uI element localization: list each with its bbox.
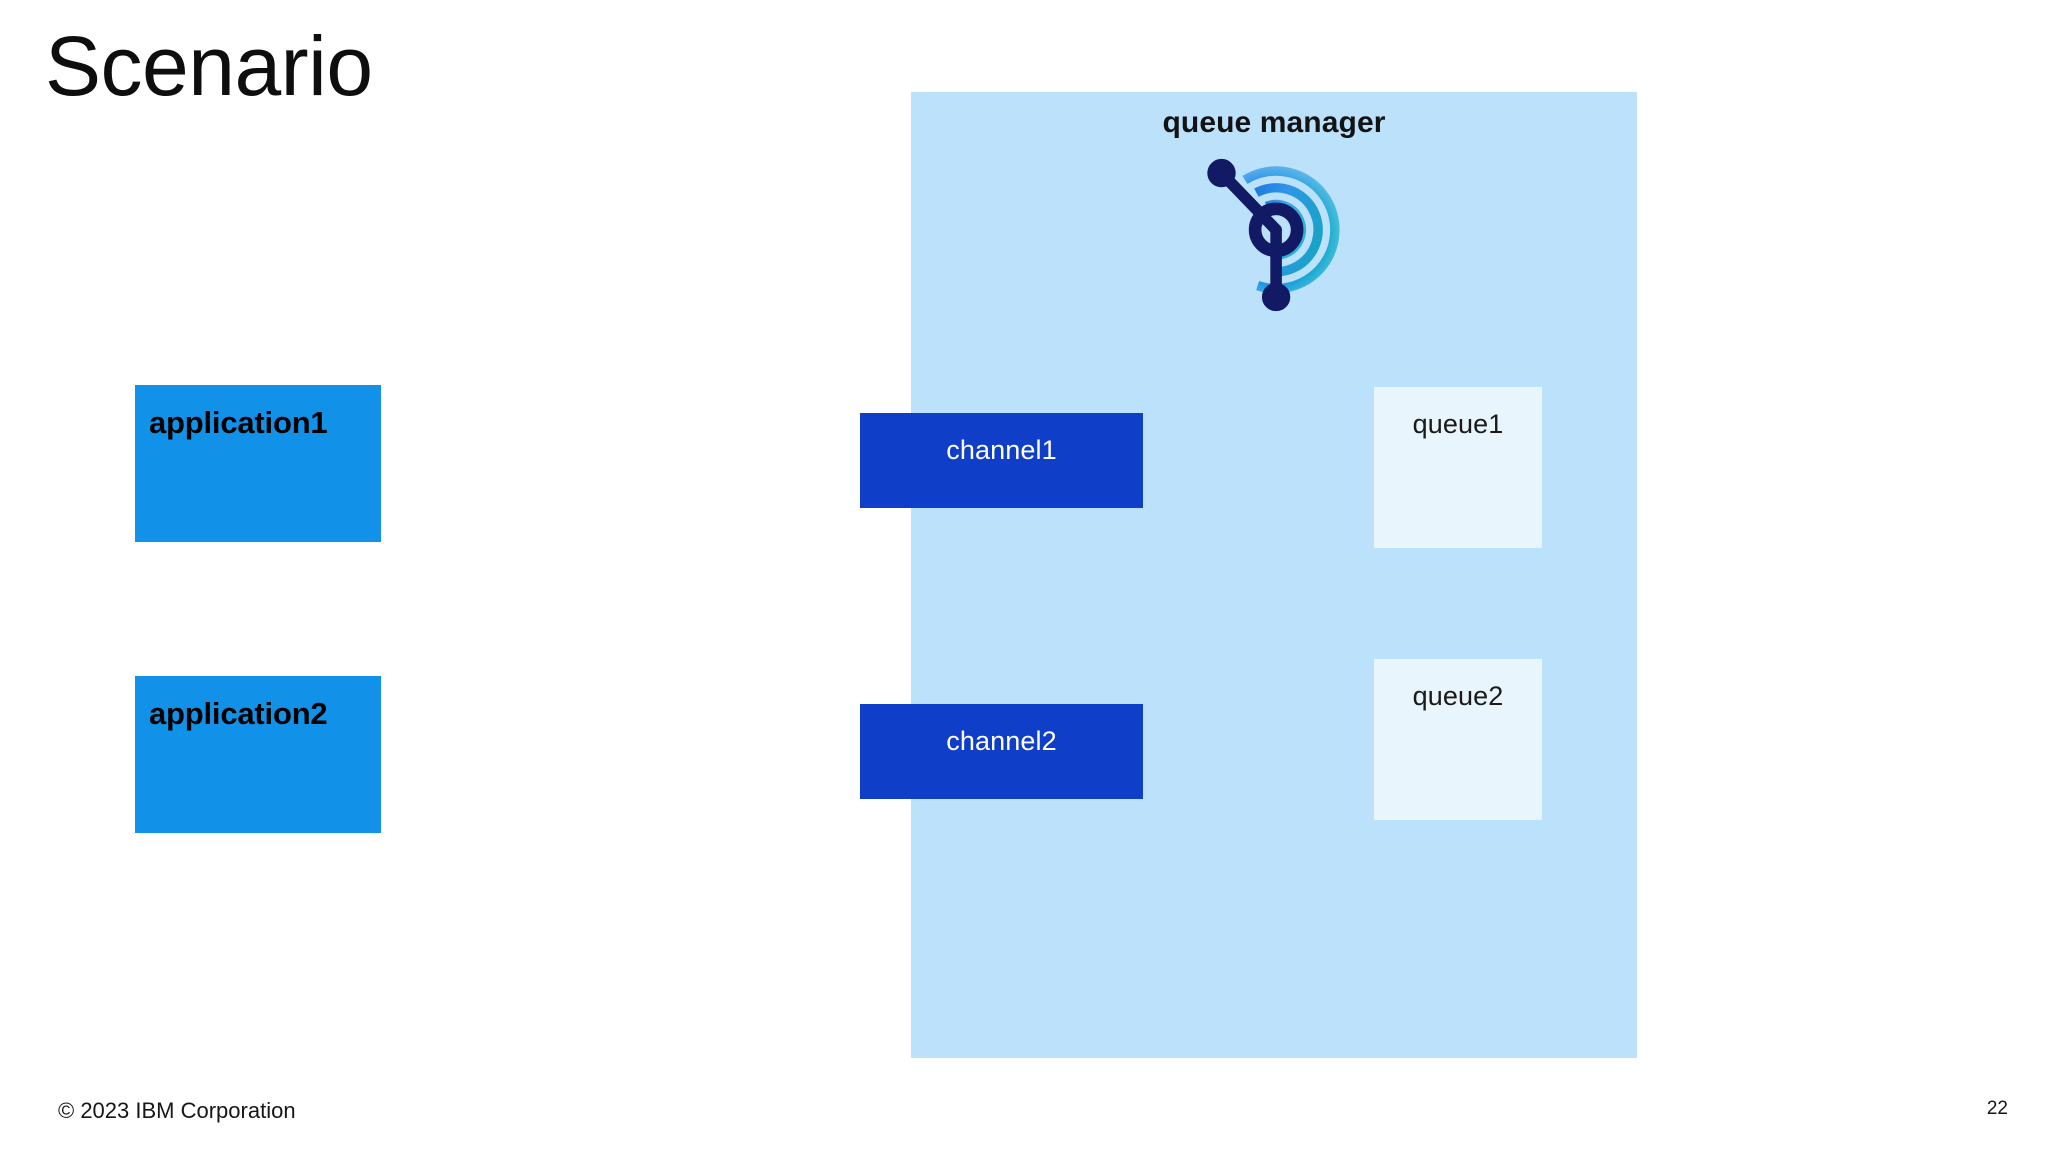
queue1-label: queue1 (1412, 409, 1504, 439)
ibm-mq-icon (1190, 150, 1358, 318)
application2-box[interactable]: application2 (135, 676, 381, 833)
page-title: Scenario (45, 19, 373, 113)
queue2-label: queue2 (1412, 681, 1504, 711)
channel1-box[interactable]: channel1 (860, 413, 1143, 508)
footer-copyright: © 2023 IBM Corporation (58, 1098, 296, 1123)
channel2-label: channel2 (946, 726, 1057, 756)
queue2-box[interactable]: queue2 (1374, 659, 1542, 820)
application1-label: application1 (149, 405, 328, 440)
footer-page-number: 22 (1986, 1098, 2008, 1119)
queue-manager-title: queue manager (1162, 106, 1386, 139)
application2-label: application2 (149, 696, 328, 731)
channel1-label: channel1 (946, 435, 1057, 465)
application1-box[interactable]: application1 (135, 385, 381, 542)
queue1-box[interactable]: queue1 (1374, 387, 1542, 548)
channel2-box[interactable]: channel2 (860, 704, 1143, 799)
